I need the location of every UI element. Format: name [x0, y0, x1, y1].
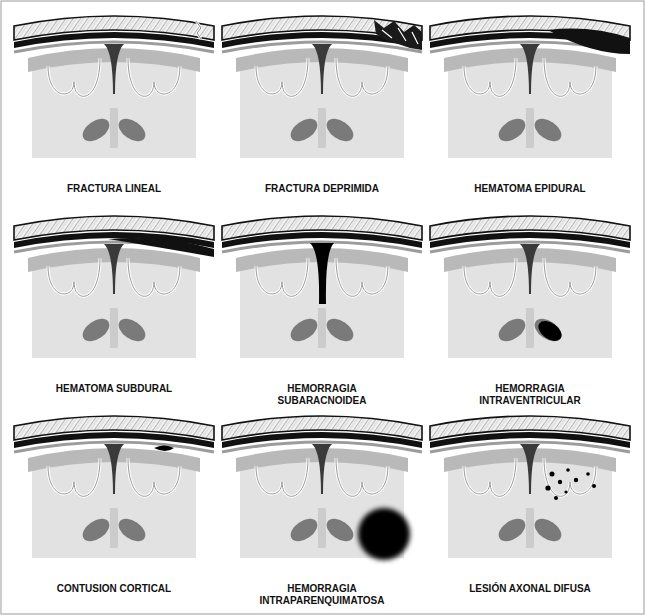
panel-caption: HEMATOMA EPIDURAL [430, 183, 630, 195]
head-section [222, 16, 422, 158]
panel-caption: FRACTURA DEPRIMIDA [222, 183, 422, 195]
panel-caption: HEMORRAGIA INTRAVENTRICULAR [460, 383, 600, 407]
head-section [430, 416, 630, 558]
subdural-blood [108, 238, 214, 257]
head-section [14, 216, 214, 358]
panel-intraventricular-hemorrhage [430, 216, 630, 358]
panel-epidural-hematoma [430, 16, 630, 158]
panel-caption: FRACTURA LINEAL [14, 183, 214, 195]
panel-caption: HEMORRAGIA INTRAPARENQUIMATOSA [252, 583, 392, 607]
axonal-lesion-dots [545, 468, 596, 500]
panel-caption: CONTUSION CORTICAL [14, 583, 214, 595]
fracture-edge [196, 21, 201, 39]
head-section [430, 16, 630, 158]
panel-intraparenchymal-hemorrhage [222, 416, 422, 560]
panel-subdural-hematoma [14, 216, 214, 358]
panel-diffuse-axonal-injury [430, 416, 630, 558]
panel-caption: HEMATOMA SUBDURAL [14, 383, 214, 395]
fracture-line [196, 21, 201, 39]
parenchymal-blood [358, 508, 410, 560]
head-section [14, 416, 214, 558]
head-section [14, 16, 214, 158]
panel-linear-fracture [14, 16, 214, 158]
ventricular-blood [535, 317, 565, 345]
epidural-blood [548, 29, 630, 54]
subarachnoid-blood [310, 243, 334, 304]
panel-cortical-contusion [14, 416, 214, 558]
panel-depressed-fracture [222, 16, 422, 158]
contusion [154, 446, 174, 452]
panel-subarachnoid-hemorrhage [222, 216, 422, 358]
panel-caption: HEMORRAGIA SUBARACNOIDEA [262, 383, 382, 407]
head-section [222, 216, 422, 358]
depressed-bone-fragments [374, 20, 422, 50]
fragment-cracks [382, 28, 418, 44]
panel-caption: LESIÓN AXONAL DIFUSA [430, 583, 630, 595]
head-section [430, 216, 630, 358]
